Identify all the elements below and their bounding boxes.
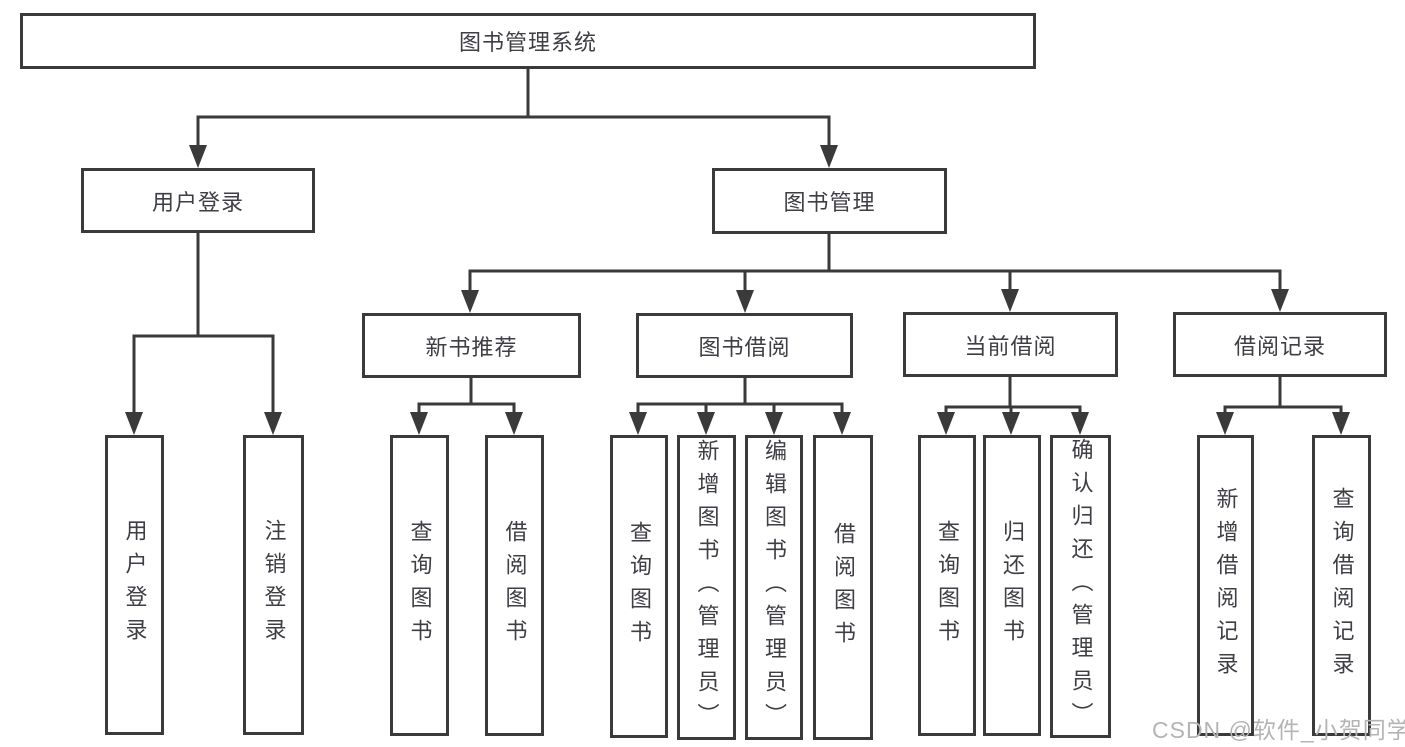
node-user-login: 用户登录	[81, 168, 315, 233]
node-leaf-logout: 注销登录	[243, 435, 304, 735]
arrowhead	[1271, 289, 1289, 312]
node-leaf-nb-borrow-book-label: 借阅图书	[502, 519, 528, 652]
node-leaf-user-login-label: 用户登录	[122, 519, 148, 651]
node-current-borrow-label: 当前借阅	[964, 333, 1057, 359]
arrowhead	[505, 412, 523, 435]
node-book-management: 图书管理	[712, 168, 947, 234]
arrowhead	[1001, 289, 1019, 312]
edge-root-to-branches	[196, 67, 831, 150]
node-leaf-nb-query-book: 查询图书	[390, 435, 449, 736]
arrowhead	[1071, 412, 1089, 435]
node-leaf-user-login: 用户登录	[105, 435, 164, 735]
node-leaf-br-query-record: 查询借阅记录	[1312, 435, 1371, 736]
arrowheads	[125, 145, 1350, 435]
edge-borrow-records-to-leaves	[1223, 376, 1343, 417]
edge-current-borrow-to-leaves	[944, 376, 1082, 417]
node-leaf-bb-query-book-label: 查询图书	[627, 520, 652, 653]
node-leaf-br-add-record-label: 新增借阅记录	[1213, 486, 1239, 685]
edge-new-book-recommend-to-leaves	[417, 377, 516, 417]
edge-book-borrow-to-leaves	[636, 377, 844, 417]
node-leaf-bb-add-book-label: 新增图书（管理员）	[694, 439, 720, 736]
node-leaf-cb-confirm-return-label: 确认归还（管理员）	[1068, 438, 1094, 735]
node-leaf-bb-add-book: 新增图书（管理员）	[677, 435, 736, 740]
arrowhead	[125, 412, 143, 435]
node-current-borrow: 当前借阅	[903, 312, 1118, 377]
node-leaf-nb-query-book-label: 查询图书	[407, 519, 433, 652]
node-new-book-recommend: 新书推荐	[362, 313, 581, 378]
node-root-label: 图书管理系统	[458, 30, 597, 55]
node-leaf-cb-query-book: 查询图书	[918, 435, 976, 736]
node-book-borrow: 图书借阅	[636, 313, 853, 378]
node-leaf-bb-edit-book-label: 编辑图书（管理员）	[762, 439, 787, 736]
arrowhead	[736, 290, 754, 313]
watermark: CSDN @软件_小贺同学	[1152, 717, 1405, 743]
arrowhead	[765, 412, 783, 435]
node-leaf-bb-borrow-book-label: 借阅图书	[831, 521, 856, 654]
arrowhead	[1332, 412, 1350, 435]
node-leaf-cb-confirm-return: 确认归还（管理员）	[1050, 435, 1111, 738]
edge-book-management-to-modules	[468, 233, 1282, 295]
node-leaf-cb-query-book-label: 查询图书	[935, 519, 960, 652]
arrowhead	[697, 412, 715, 435]
arrowhead	[629, 412, 647, 435]
node-leaf-br-add-record: 新增借阅记录	[1197, 435, 1254, 736]
arrowhead	[410, 412, 428, 435]
edge-lines	[132, 67, 1343, 417]
node-leaf-cb-return-book-label: 归还图书	[1000, 519, 1025, 652]
node-user-login-label: 用户登录	[151, 189, 244, 215]
arrowhead	[1002, 412, 1020, 435]
node-root: 图书管理系统	[20, 13, 1036, 69]
node-leaf-cb-return-book: 归还图书	[983, 435, 1041, 736]
arrowhead	[820, 145, 838, 168]
node-leaf-bb-query-book: 查询图书	[610, 435, 668, 738]
node-borrow-records: 借阅记录	[1173, 312, 1387, 377]
node-leaf-bb-borrow-book: 借阅图书	[813, 435, 873, 740]
node-book-borrow-label: 图书借阅	[698, 334, 791, 360]
node-borrow-records-label: 借阅记录	[1233, 333, 1326, 359]
node-leaf-br-query-record-label: 查询借阅记录	[1329, 486, 1355, 685]
arrowhead	[189, 145, 207, 168]
arrowhead	[833, 412, 851, 435]
arrowhead	[264, 412, 282, 435]
arrowhead	[1216, 412, 1234, 435]
node-leaf-bb-edit-book: 编辑图书（管理员）	[745, 435, 803, 740]
node-new-book-recommend-label: 新书推荐	[425, 334, 518, 360]
edge-user-login-to-leaves	[132, 232, 275, 417]
node-leaf-logout-label: 注销登录	[261, 519, 287, 651]
arrowhead	[461, 290, 479, 313]
node-leaf-nb-borrow-book: 借阅图书	[485, 435, 544, 736]
arrowhead	[937, 412, 955, 435]
node-book-management-label: 图书管理	[783, 190, 876, 215]
